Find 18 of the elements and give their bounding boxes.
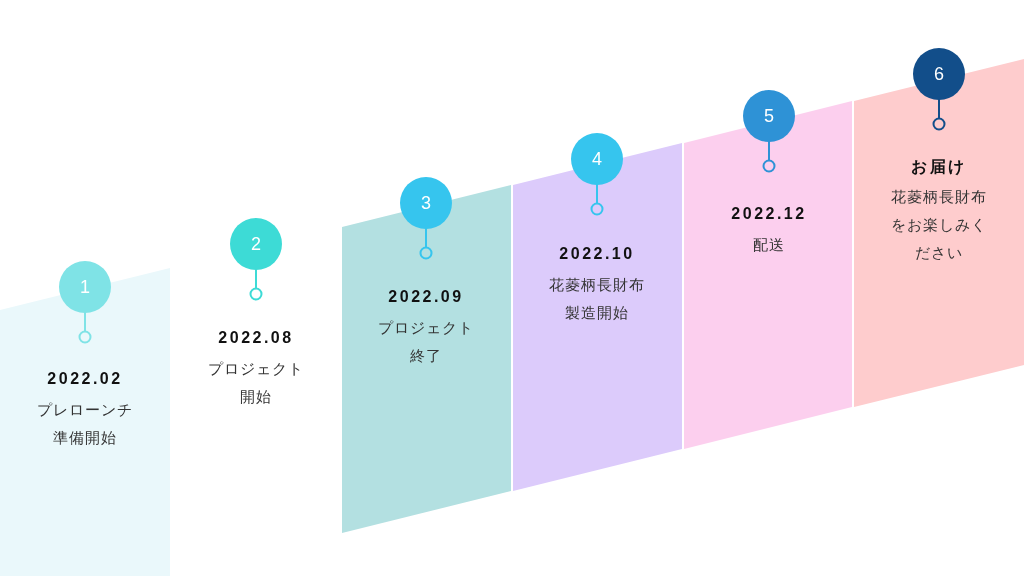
step-description: 配送 [752, 235, 786, 256]
step-heading: 2022.02 [46, 370, 124, 388]
step-heading: お届け [910, 157, 968, 177]
step-heading: 2022.10 [558, 245, 636, 263]
step-heading: 2022.08 [217, 329, 295, 347]
number-circle: 1 [59, 261, 111, 313]
number-circle: 5 [743, 90, 795, 142]
number-circle: 6 [913, 48, 965, 100]
step-description: プレローンチ準備開始 [36, 400, 134, 449]
number-circle: 3 [400, 177, 452, 229]
step-description: 花菱柄長財布製造開始 [548, 275, 646, 324]
number-circle: 2 [230, 218, 282, 270]
step-description: プロジェクト終了 [377, 318, 475, 367]
step-description: プロジェクト開始 [207, 359, 305, 408]
step-description: 花菱柄長財布をお楽しみください [890, 187, 988, 264]
step-heading: 2022.09 [387, 288, 465, 306]
step-heading: 2022.12 [730, 205, 808, 223]
number-circle: 4 [571, 133, 623, 185]
